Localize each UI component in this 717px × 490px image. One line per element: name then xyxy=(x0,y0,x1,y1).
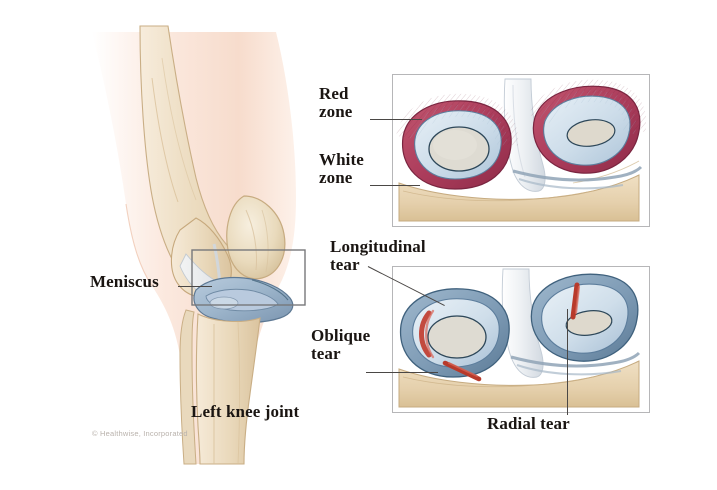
medial-meniscus-torn xyxy=(399,288,510,382)
meniscus-highlight-box xyxy=(191,249,306,306)
copyright-credit: © Healthwise, Incorporated xyxy=(92,429,188,438)
label-red-zone: Red zone xyxy=(319,84,353,121)
meniscus-tears-panel xyxy=(392,266,650,413)
tibia-bone xyxy=(195,313,261,465)
label-radial-tear: Radial tear xyxy=(487,414,570,433)
transverse-ligament xyxy=(512,165,643,182)
lateral-meniscus xyxy=(528,79,646,174)
medial-meniscus xyxy=(396,93,519,190)
left-knee-illustration xyxy=(92,25,306,465)
tears-illustration xyxy=(398,268,641,408)
meniscus-zones-panel xyxy=(392,74,650,227)
fibula-bone xyxy=(179,309,197,465)
leader-white-zone xyxy=(370,185,420,186)
zones-illustration xyxy=(396,78,646,222)
patella-bone xyxy=(226,195,286,280)
leader-oblique-tear xyxy=(366,372,438,373)
radial-tear-mark xyxy=(570,282,580,320)
leader-radial-tear xyxy=(567,309,568,415)
label-meniscus: Meniscus xyxy=(90,272,159,291)
leader-red-zone xyxy=(370,119,422,120)
longitudinal-tear-mark xyxy=(419,310,432,358)
label-white-zone: White zone xyxy=(319,150,364,187)
lateral-meniscus-torn xyxy=(530,273,639,362)
leader-meniscus xyxy=(178,286,212,287)
label-oblique-tear: Oblique tear xyxy=(311,326,371,363)
label-left-knee-joint: Left knee joint xyxy=(191,402,300,421)
oblique-tear-mark xyxy=(442,360,482,382)
label-longitudinal-tear: Longitudinal tear xyxy=(330,237,426,274)
